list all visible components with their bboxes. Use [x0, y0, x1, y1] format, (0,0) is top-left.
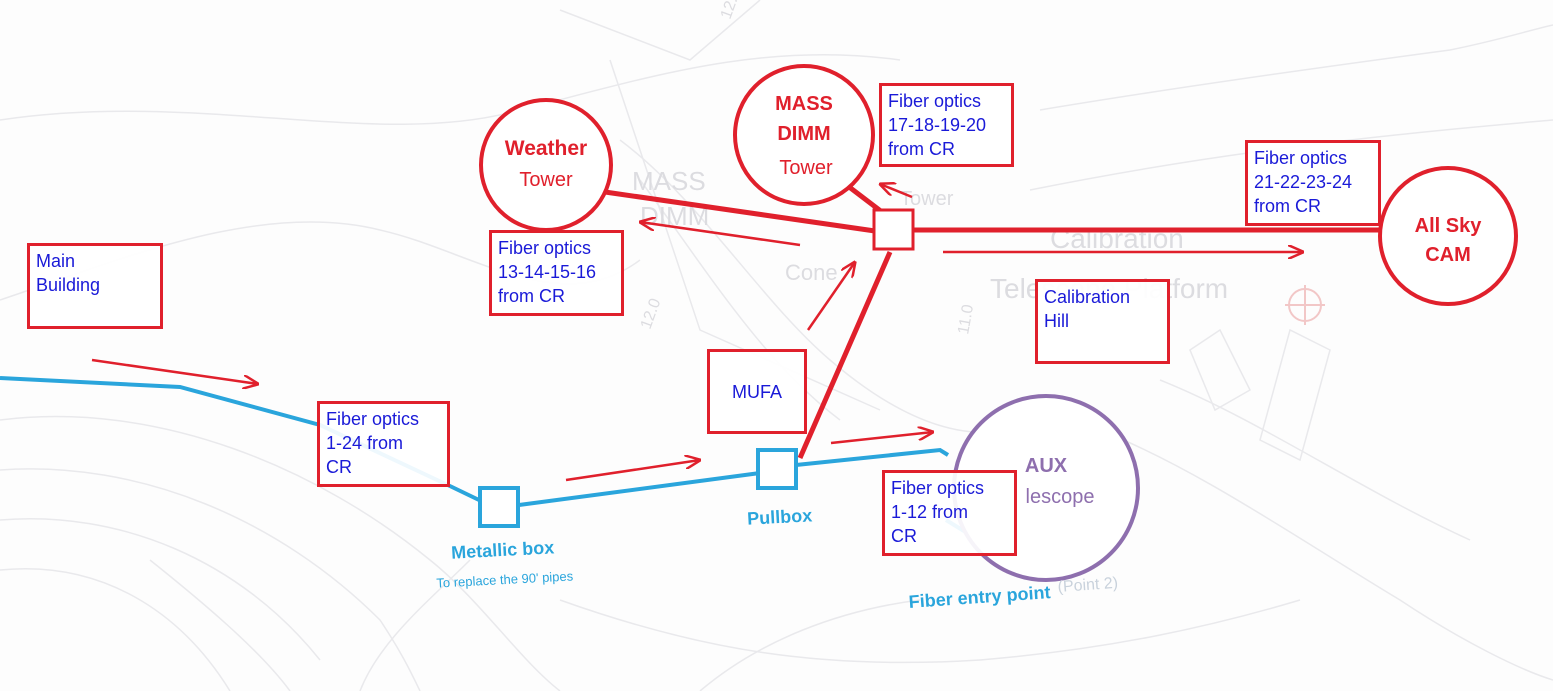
weather-tower-node: Weather Tower — [479, 98, 613, 232]
fiber-optics-17-20-note: Fiber optics 17-18-19-20 from CR — [879, 83, 1014, 167]
mass-dimm-tower-node: MASS DIMM Tower — [733, 64, 875, 206]
all-sky-cam-node: All Sky CAM — [1378, 166, 1518, 306]
svg-text:Tower: Tower — [779, 157, 833, 179]
svg-text:MASS: MASS — [632, 166, 706, 196]
mufa-note: MUFA — [707, 349, 807, 434]
blue-fiber-route — [0, 376, 1012, 562]
calibration-hill-note: Calibration Hill — [1035, 279, 1170, 364]
fiber-optics-1-12-note: Fiber optics 1-12 from CR — [882, 470, 1017, 556]
metallic-box-label: Metallic box — [451, 537, 555, 562]
arrow-to-mass-dimm — [880, 184, 913, 199]
metallic-box-note: To replace the 90' pipes — [436, 568, 574, 590]
metallic-to-pullbox-route — [518, 471, 761, 507]
mufa-link — [797, 250, 893, 460]
svg-text:lescope: lescope — [1026, 486, 1095, 508]
svg-text:MASS: MASS — [775, 93, 833, 115]
arrow-up-mufa — [806, 262, 855, 331]
svg-text:Weather: Weather — [505, 137, 587, 160]
metallic-box-icon — [478, 486, 520, 528]
svg-text:Tower: Tower — [519, 169, 573, 191]
pullbox-label: Pullbox — [747, 505, 813, 528]
arrow-main-building — [91, 358, 258, 384]
svg-text:DIMM: DIMM — [777, 123, 830, 145]
arrow-to-weather — [640, 222, 801, 247]
fiber-optics-13-16-note: Fiber optics 13-14-15-16 from CR — [489, 230, 624, 316]
arrow-to-aux — [830, 432, 933, 445]
background-marker — [1285, 285, 1325, 325]
svg-text:All Sky: All Sky — [1415, 215, 1483, 237]
main-building-note: Main Building — [27, 243, 163, 329]
svg-text:12.5: 12.5 — [718, 0, 745, 21]
svg-text:12.0: 12.0 — [638, 296, 665, 331]
fiber-optics-1-24-note: Fiber optics 1-24 from CR — [317, 401, 450, 487]
fiber-entry-label: Fiber entry point — [908, 582, 1051, 612]
svg-text:Tower: Tower — [900, 188, 954, 210]
svg-text:CAM: CAM — [1425, 244, 1471, 266]
blue-map-labels: Metallic box To replace the 90' pipes Pu… — [436, 505, 1119, 612]
direction-arrows — [91, 184, 1303, 482]
junction-box-icon — [872, 208, 915, 251]
pullbox-to-aux-route — [795, 447, 950, 467]
fiber-optics-21-24-note: Fiber optics 21-22-23-24 from CR — [1245, 140, 1381, 226]
pullbox-icon — [756, 448, 798, 490]
svg-text:Cone: Cone — [785, 260, 838, 285]
point-label: (Point 2) — [1057, 575, 1119, 596]
svg-text:11.0: 11.0 — [955, 303, 977, 336]
arrow-to-pullbox — [565, 460, 700, 482]
weather-link — [604, 189, 876, 234]
svg-text:AUX: AUX — [1025, 455, 1068, 477]
